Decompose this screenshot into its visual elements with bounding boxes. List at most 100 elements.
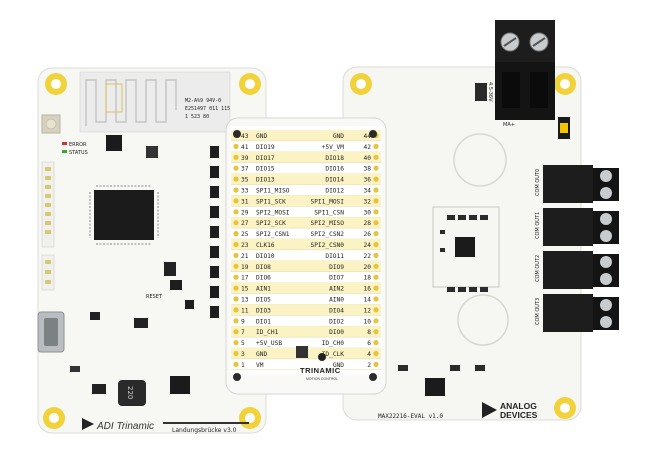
side-headers xyxy=(41,161,55,291)
pin-label: SPI1_SCK xyxy=(256,198,286,205)
output-label: COM OUT2 xyxy=(535,255,541,282)
pin-label: DIO13 xyxy=(256,177,275,184)
svg-text:E251497 011 115: E251497 011 115 xyxy=(185,106,230,112)
pin-pad xyxy=(373,263,379,269)
pin-pad xyxy=(233,143,239,149)
pin-label: GND xyxy=(256,133,267,140)
power-terminal-block xyxy=(495,20,555,120)
svg-text:1 523 80: 1 523 80 xyxy=(185,114,209,120)
pin-pad xyxy=(233,361,239,367)
pin-label: ID_CLK xyxy=(322,351,345,358)
pin-label: DIO4 xyxy=(329,307,344,314)
chip xyxy=(106,135,122,151)
chip xyxy=(425,378,445,396)
svg-text:DEVICES: DEVICES xyxy=(500,410,538,420)
pin-label: 21 xyxy=(241,253,249,260)
pin-label: AIN0 xyxy=(329,297,344,304)
pin-pad xyxy=(233,350,239,357)
eval-board-name: MAX22216-EVAL v1.0 xyxy=(378,413,443,420)
pin-row: 31 SPI1_SCK SPI1_MOSI 32 xyxy=(231,195,381,207)
pin-label: 40 xyxy=(364,155,372,162)
pin-label: 30 xyxy=(364,209,372,216)
capacitor xyxy=(453,133,507,187)
pin-label: SPI2_MISO xyxy=(310,220,344,227)
pin-pad xyxy=(373,307,379,313)
pin-label: 18 xyxy=(364,275,372,282)
pin-pad xyxy=(233,165,239,171)
output-terminal-0: COM OUT0 xyxy=(535,165,619,203)
pin-pad xyxy=(373,187,379,193)
pin-label: 5 xyxy=(241,340,245,347)
pin-label: SPI1_MISO xyxy=(256,188,290,195)
pin-label: SPI1_MOSI xyxy=(310,198,344,205)
pin-label: 25 xyxy=(241,231,249,238)
pin-label: SPI2_SCK xyxy=(256,220,286,227)
pin-label: 22 xyxy=(364,253,372,260)
status-led-label: STATUS xyxy=(69,150,88,156)
pin-label: DIO12 xyxy=(325,188,344,195)
pin-label: SPI2_CSN2 xyxy=(310,231,344,238)
pin-label: DIO19 xyxy=(256,144,275,151)
pin-label: DIO8 xyxy=(256,264,271,271)
pin-label: 14 xyxy=(364,297,372,304)
pin-pad xyxy=(233,154,239,160)
pin-label: 31 xyxy=(241,198,249,205)
svg-text:TRINAMIC: TRINAMIC xyxy=(300,366,341,375)
pin-label: DIO17 xyxy=(256,155,275,162)
pin-label: 10 xyxy=(364,318,372,325)
pin-label: DIO7 xyxy=(329,275,344,282)
screw-icon xyxy=(600,170,612,182)
pin-pad xyxy=(373,241,379,248)
trinamic-mark-icon xyxy=(318,353,326,361)
pin-label: 36 xyxy=(364,177,372,184)
pin-label: DIO0 xyxy=(329,329,344,336)
pin-label: 29 xyxy=(241,209,249,216)
pin-pad xyxy=(373,329,379,335)
output-terminals: COM OUT0 COM OUT1 COM OUT2 xyxy=(535,165,619,332)
pin-label: 35 xyxy=(241,177,249,184)
pin-pad xyxy=(373,361,379,367)
pin-pad xyxy=(233,307,239,313)
pin-pad xyxy=(373,318,379,324)
output-label: COM OUT1 xyxy=(535,212,541,239)
pin-pad xyxy=(233,318,239,324)
pin-label: 6 xyxy=(367,340,371,347)
pin-label: 28 xyxy=(364,220,372,227)
screw-icon xyxy=(600,187,612,199)
pin-pad xyxy=(233,241,239,248)
pin-label: DIO18 xyxy=(325,155,344,162)
pin-label: AIN2 xyxy=(329,286,344,293)
pin-label: GND xyxy=(256,351,267,358)
adi-trinamic-logo: ADI Trinamic xyxy=(82,418,154,432)
pin-pad xyxy=(373,220,379,226)
output-terminal-3: COM OUT3 xyxy=(535,294,619,332)
pin-pad xyxy=(233,198,239,204)
pin-pad xyxy=(233,285,239,291)
pin-label: 12 xyxy=(364,307,372,314)
pin-label: DIO5 xyxy=(256,297,271,304)
pin-pad xyxy=(233,187,239,193)
pin-pad xyxy=(373,285,379,291)
pin-pad xyxy=(373,350,379,357)
pin-label: 16 xyxy=(364,286,372,293)
pin-label: 11 xyxy=(241,307,249,314)
pin-label: GND xyxy=(333,362,344,369)
svg-text:MOTION CONTROL: MOTION CONTROL xyxy=(306,377,338,381)
pin-label: +5V_VM xyxy=(322,144,345,151)
pin-label: 41 xyxy=(241,144,249,151)
pin-label: +5V_USB xyxy=(256,340,282,347)
pin-label: 32 xyxy=(364,198,372,205)
pin-pad xyxy=(233,274,239,280)
output-label: COM OUT0 xyxy=(535,169,541,196)
pin-label: DIO6 xyxy=(256,275,271,282)
screw-icon xyxy=(600,273,612,285)
pin-pad xyxy=(233,340,239,346)
pin-label: 1 xyxy=(241,362,245,369)
error-led-label: ERROR xyxy=(69,142,87,148)
qr-code xyxy=(296,346,308,358)
antenna-trace-icon xyxy=(85,79,177,126)
output-label: COM OUT3 xyxy=(535,298,541,325)
